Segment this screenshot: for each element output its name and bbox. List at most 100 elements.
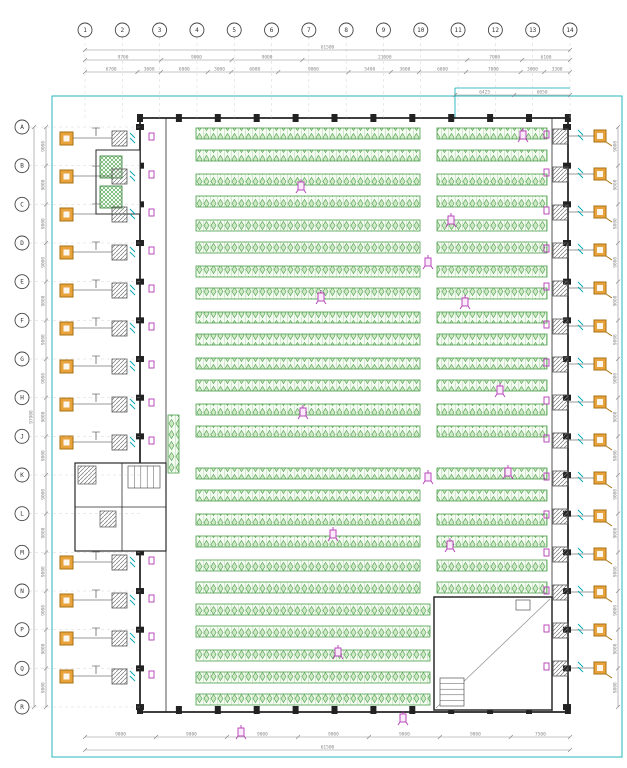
dim-tick xyxy=(615,550,621,555)
grid-label: K xyxy=(20,472,24,479)
grid-bubble xyxy=(14,467,30,483)
shutter-symbol xyxy=(543,244,550,253)
column xyxy=(563,124,571,130)
shutter-symbol xyxy=(543,320,550,329)
dim-tick xyxy=(615,434,621,439)
grid-bubble xyxy=(14,312,30,328)
column xyxy=(253,114,260,122)
dock-unit xyxy=(543,280,613,299)
green-shaft xyxy=(99,185,123,209)
dim-text: 9000 xyxy=(41,566,47,577)
dim-text: 9000 xyxy=(41,218,47,229)
dim-text: 9000 xyxy=(41,179,47,190)
shutter-symbol xyxy=(543,548,550,557)
rack-row xyxy=(195,625,431,638)
column xyxy=(564,114,571,122)
dim-text: 97900 xyxy=(29,410,35,424)
dim-text: 7000 xyxy=(489,55,500,61)
dock-unit xyxy=(59,279,155,299)
dock-leveler xyxy=(111,130,128,147)
rack-row xyxy=(195,333,421,346)
rack-row xyxy=(436,149,548,162)
equipment-symbol xyxy=(517,128,529,143)
rack-row xyxy=(195,649,431,662)
dim-text: 9000 xyxy=(613,218,619,229)
dock-leveler xyxy=(552,508,569,525)
dim-tick xyxy=(43,704,49,710)
dim-tick xyxy=(615,627,621,632)
rack-row xyxy=(436,535,548,548)
dim-tick xyxy=(82,747,88,753)
dim-text: 9000 xyxy=(41,643,47,654)
shutter-symbol xyxy=(148,322,155,331)
dim-tick xyxy=(519,57,525,63)
dock-leveler xyxy=(552,394,569,411)
grid-label: 3 xyxy=(158,27,162,34)
dim-tick xyxy=(615,240,621,246)
shutter-symbol xyxy=(148,360,155,369)
grid-label: 1 xyxy=(83,27,87,34)
dock-leveler xyxy=(552,166,569,183)
shutter-symbol xyxy=(148,436,155,445)
dim-tick xyxy=(82,47,88,53)
equipment-symbol xyxy=(327,527,339,542)
grid-label: E xyxy=(20,279,24,286)
dim-tick xyxy=(205,69,211,75)
shutter-symbol xyxy=(543,282,550,291)
grid-bubble xyxy=(14,660,30,676)
rack-row xyxy=(436,333,548,346)
rack-row xyxy=(436,127,548,140)
column xyxy=(175,114,182,122)
dim-text: 9000 xyxy=(613,489,619,500)
grid-bubble xyxy=(14,699,30,715)
shutter-symbol xyxy=(543,130,550,139)
grid-bubble xyxy=(338,22,354,38)
dim-text: 3300 xyxy=(552,67,563,73)
dim-tick xyxy=(82,57,88,63)
rack-row xyxy=(436,379,548,392)
dim-tick xyxy=(567,734,573,740)
dock-leveler xyxy=(111,554,128,571)
dim-tick xyxy=(416,69,422,75)
shutter-symbol xyxy=(543,206,550,215)
loading-docks-right xyxy=(543,128,613,679)
dim-tick xyxy=(31,124,37,130)
dim-text: 9000 xyxy=(613,605,619,616)
grid-bubble xyxy=(77,22,93,38)
dim-tick xyxy=(541,69,547,75)
dim-text: 9000 xyxy=(470,732,481,738)
grid-label: F xyxy=(20,317,24,324)
grid-label: C xyxy=(20,201,24,208)
dim-tick xyxy=(43,279,49,284)
equipment-symbol xyxy=(397,711,409,726)
dim-text: 6425 xyxy=(479,90,490,96)
dim-text: 9700 xyxy=(118,55,129,61)
dim-tick xyxy=(158,69,164,75)
dock-unit xyxy=(543,546,613,565)
grid-label: 11 xyxy=(454,27,462,34)
dock-unit xyxy=(543,318,613,337)
column xyxy=(409,114,416,122)
equipment-symbol xyxy=(502,465,514,480)
grid-bubble xyxy=(14,235,30,251)
dim-text: 3000 xyxy=(527,67,538,73)
dim-tick xyxy=(452,92,458,98)
equipment-symbol xyxy=(315,290,327,305)
grid-label: 5 xyxy=(232,27,236,34)
shutter-symbol xyxy=(543,396,550,405)
shutter-symbol xyxy=(148,132,155,141)
dim-tick xyxy=(43,124,49,130)
dock-leveler xyxy=(111,168,128,185)
grid-bubble xyxy=(487,22,503,38)
dim-text: 9000 xyxy=(41,489,47,500)
dock-leveler xyxy=(552,204,569,221)
shutter-symbol xyxy=(148,208,155,217)
storage-racks xyxy=(167,127,548,706)
dim-text: 9000 xyxy=(399,732,410,738)
rack-row xyxy=(195,219,421,232)
dock-leveler xyxy=(552,622,569,639)
grid-bubble xyxy=(14,119,30,135)
dim-tick xyxy=(615,163,621,168)
grid-bubble xyxy=(189,22,205,38)
shutter-symbol xyxy=(543,168,550,177)
